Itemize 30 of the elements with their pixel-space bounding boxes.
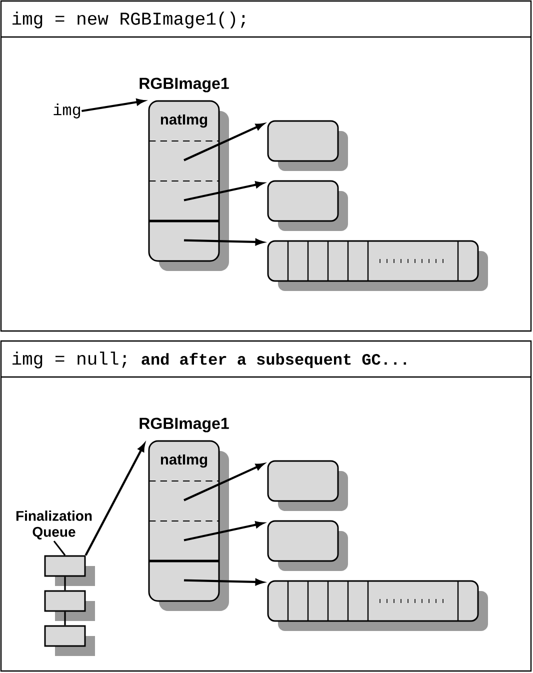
arrow — [84, 444, 146, 556]
panel — [0, 340, 532, 672]
memory-block — [267, 520, 348, 571]
code-text: img = new RGBImage1(); — [12, 12, 245, 28]
variable-label: img — [54, 104, 80, 118]
memory-block — [267, 120, 348, 171]
code-text: img = null; — [12, 352, 126, 368]
connector-line — [64, 576, 66, 590]
field-name: natImg — [160, 114, 208, 128]
memory-block — [267, 460, 348, 511]
object-box — [140, 418, 229, 611]
class-name: RGBImage1 — [140, 78, 229, 92]
object-box — [140, 78, 229, 271]
arrow — [184, 463, 264, 502]
arrow — [184, 521, 264, 542]
array-bar — [267, 240, 488, 291]
queue-entry — [44, 590, 95, 621]
panel — [0, 0, 532, 332]
heading-text: and after a subsequent GC... — [142, 352, 406, 368]
field-name: natImg — [160, 454, 208, 468]
arrow — [184, 181, 264, 202]
arrow — [184, 123, 264, 162]
queue-entry — [44, 625, 95, 656]
connector-line — [64, 612, 66, 626]
queue-entry — [44, 555, 95, 586]
array-bar — [267, 580, 488, 631]
queue-label: Finalization Queue — [16, 510, 92, 540]
memory-block — [267, 180, 348, 231]
connector-line — [53, 540, 66, 556]
class-name: RGBImage1 — [140, 418, 229, 432]
